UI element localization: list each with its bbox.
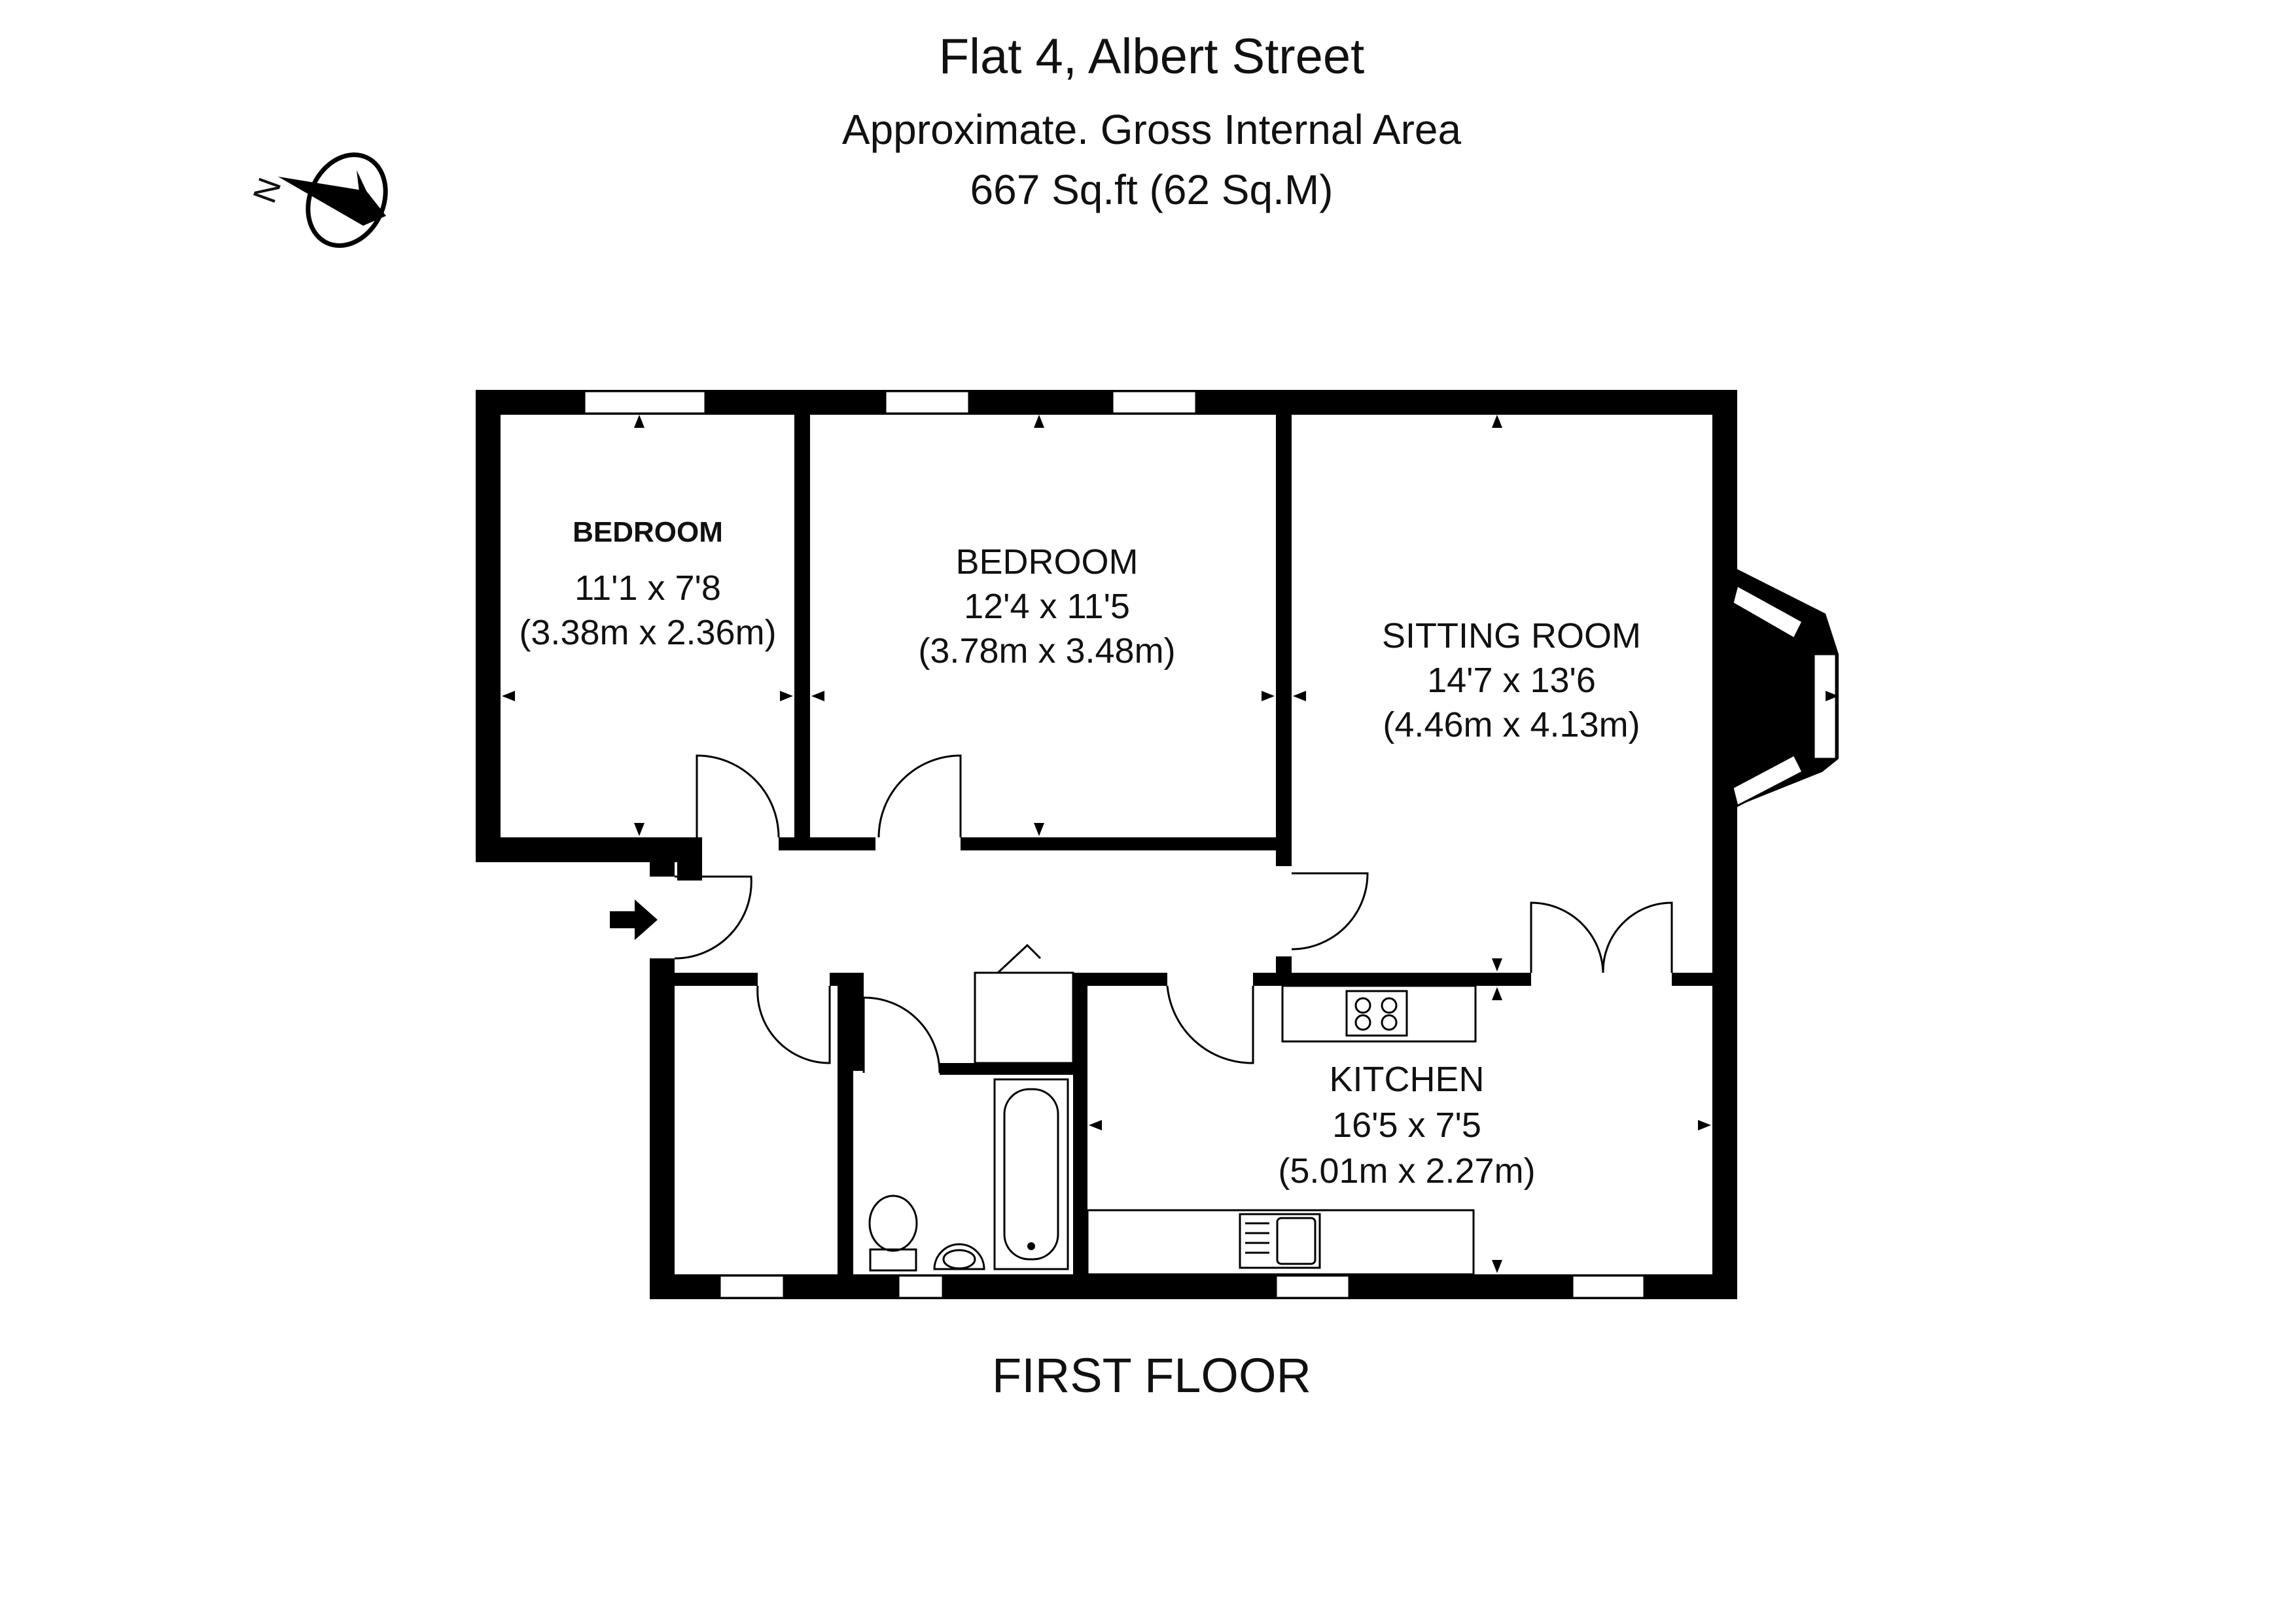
room-sitting-room: SITTING ROOM 14'7 x 13'6 (4.46m x 4.13m) — [1382, 616, 1641, 744]
doors — [674, 754, 1673, 1073]
windows — [583, 390, 1837, 1299]
room-dimensions-imperial: 16'5 x 7'5 — [1332, 1106, 1481, 1145]
room-dimensions-metric: (3.78m x 3.48m) — [918, 631, 1175, 671]
room-dimensions-metric: (3.38m x 2.36m) — [519, 613, 776, 652]
floor-label: FIRST FLOOR — [992, 1348, 1311, 1403]
fixtures — [868, 985, 1477, 1276]
plan-area: 667 Sq.ft (62 Sq.M) — [970, 166, 1333, 213]
hob-icon — [1345, 990, 1408, 1037]
room-name: SITTING ROOM — [1382, 616, 1641, 655]
room-dimensions-metric: (4.46m x 4.13m) — [1383, 705, 1640, 744]
room-dimensions-imperial: 14'7 x 13'6 — [1427, 661, 1596, 700]
room-name: BEDROOM — [573, 516, 723, 548]
dimension-arrows — [502, 415, 1839, 1273]
plan-title: Flat 4, Albert Street — [939, 29, 1365, 84]
compass-icon: N — [245, 152, 388, 248]
room-dimensions-imperial: 12'4 x 11'5 — [964, 587, 1130, 626]
room-name: BEDROOM — [955, 542, 1138, 582]
room-kitchen: KITCHEN 16'5 x 7'5 (5.01m x 2.27m) — [1278, 1060, 1535, 1191]
entrance-arrow-icon — [610, 899, 658, 940]
room-dimensions-imperial: 11'1 x 7'8 — [574, 568, 721, 608]
room-dimensions-metric: (5.01m x 2.27m) — [1278, 1151, 1535, 1191]
room-bedroom-2: BEDROOM 12'4 x 11'5 (3.78m x 3.48m) — [918, 542, 1175, 671]
room-bedroom-1: BEDROOM 11'1 x 7'8 (3.38m x 2.36m) — [519, 516, 776, 652]
sink-icon — [1239, 1213, 1321, 1269]
room-name: KITCHEN — [1329, 1060, 1484, 1099]
plan-subtitle: Approximate. Gross Internal Area — [842, 106, 1462, 153]
